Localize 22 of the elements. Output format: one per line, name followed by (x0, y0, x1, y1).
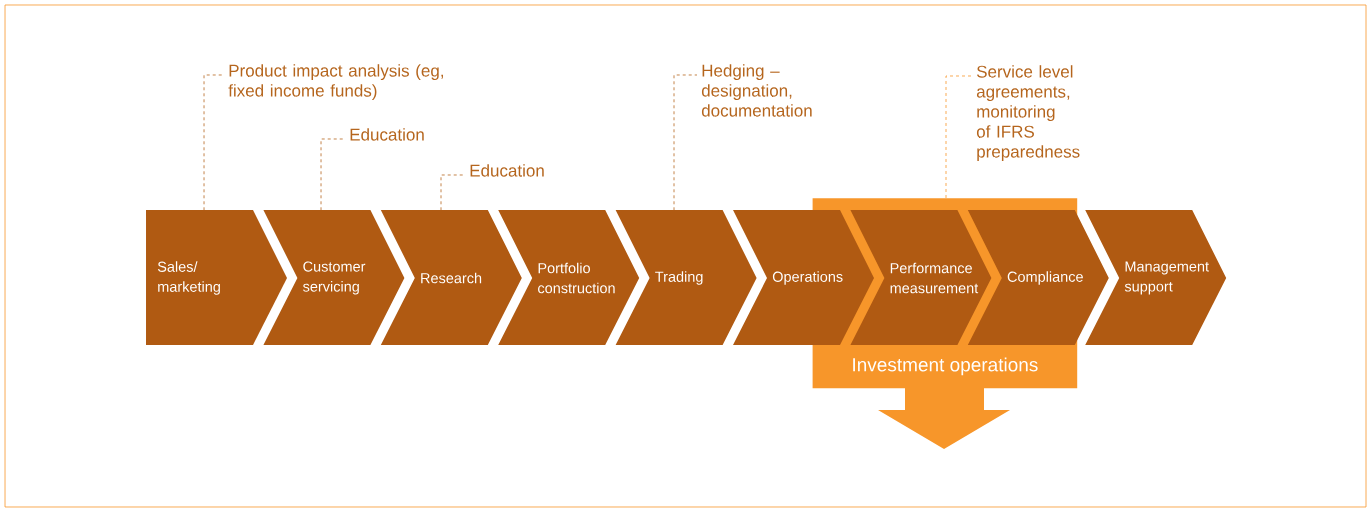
leader-line (440, 174, 466, 211)
node-label: Trading (655, 271, 703, 285)
callout-text: Service level agreements, monitoring of IFRS preparedness (976, 65, 1080, 162)
node-label: Management support (1124, 261, 1209, 295)
leader-line (673, 74, 698, 211)
chevron-step: Research (380, 210, 522, 345)
chevron-step: Portfolio construction (498, 210, 640, 345)
callout-text: Education (350, 128, 424, 141)
callout-text: Hedging – designation, documentation (701, 64, 812, 117)
leader-line (945, 75, 973, 199)
node-label: Research (421, 272, 482, 284)
node-label: Sales/ marketing (157, 261, 220, 295)
chevron-step: Customer servicing (263, 210, 405, 345)
callout-text: Product impact analysis (eg, fixed income funds) (228, 64, 443, 100)
chevron-step: Sales/ marketing (146, 210, 287, 345)
callout-text: Education (470, 164, 544, 177)
chevron-step: Trading (615, 210, 757, 345)
chevron-step: Operations (733, 210, 874, 345)
chevron-step: Performance measurement (850, 210, 992, 345)
chevron-step: Management support (1085, 210, 1227, 345)
node-label: Portfolio construction (538, 262, 615, 294)
node-label: Customer servicing (303, 261, 366, 295)
